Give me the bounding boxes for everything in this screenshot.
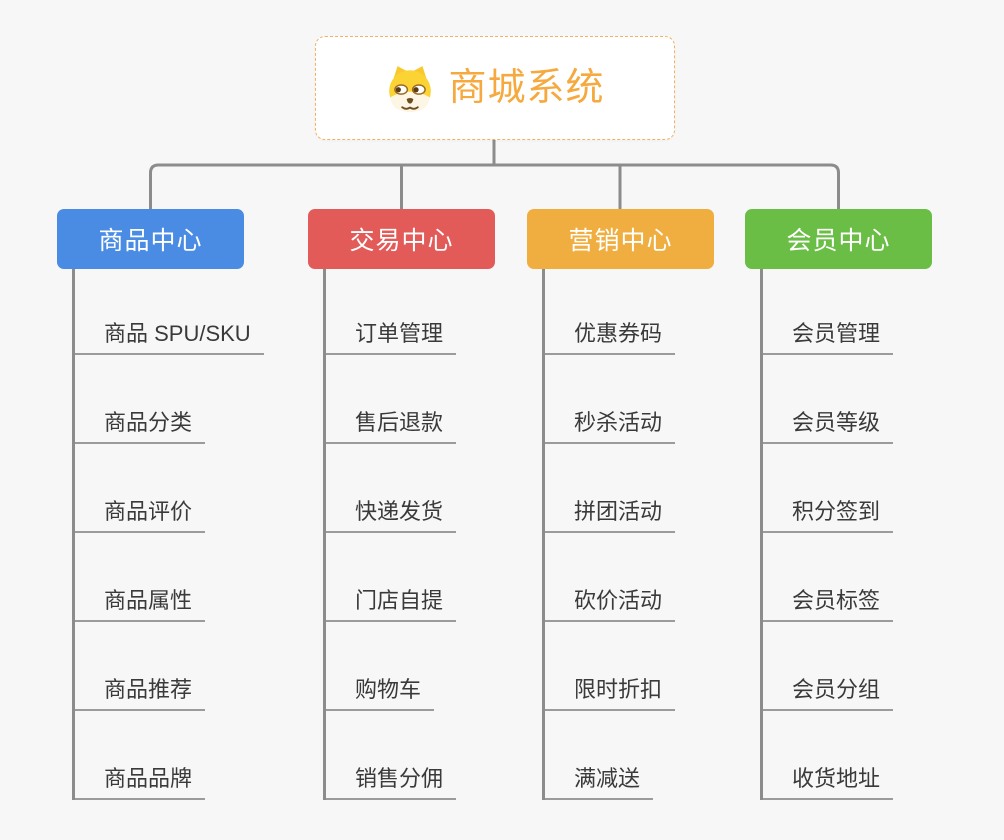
leaf-node-product-spu-sku[interactable]: 商品 SPU/SKU: [75, 269, 264, 355]
branch-header-label: 营销中心: [568, 227, 673, 255]
branch-header-label: 商品中心: [98, 227, 203, 255]
root-node-mall-system[interactable]: 商城系统: [315, 36, 675, 140]
leaf-node-member-level[interactable]: 会员等级: [763, 355, 894, 444]
leaf-node-member-tag[interactable]: 会员标签: [763, 533, 894, 622]
branch-header-marketing-center[interactable]: 营销中心: [527, 209, 714, 269]
branch-items: 商品 SPU/SKU 商品分类 商品评价 商品属性 商品推荐 商品品牌: [72, 269, 264, 800]
leaf-node-product-category[interactable]: 商品分类: [75, 355, 264, 444]
leaf-node-aftersale-refund[interactable]: 售后退款: [326, 355, 457, 444]
leaf-node-sales-commission[interactable]: 销售分佣: [326, 711, 457, 800]
branch-trade-center: 交易中心 订单管理 售后退款 快递发货 门店自提 购物车 销售分佣: [308, 209, 495, 800]
leaf-node-bargain-activity[interactable]: 砍价活动: [545, 533, 676, 622]
branch-header-product-center[interactable]: 商品中心: [57, 209, 244, 269]
leaf-node-express-delivery[interactable]: 快递发货: [326, 444, 457, 533]
leaf-node-limited-time-discount[interactable]: 限时折扣: [545, 622, 676, 711]
leaf-node-product-review[interactable]: 商品评价: [75, 444, 264, 533]
leaf-node-flash-sale[interactable]: 秒杀活动: [545, 355, 676, 444]
leaf-node-member-management[interactable]: 会员管理: [763, 269, 894, 355]
leaf-node-points-checkin[interactable]: 积分签到: [763, 444, 894, 533]
root-node-label: 商城系统: [448, 67, 605, 109]
branch-items: 订单管理 售后退款 快递发货 门店自提 购物车 销售分佣: [323, 269, 457, 800]
leaf-node-shipping-address[interactable]: 收货地址: [763, 711, 894, 800]
leaf-node-product-brand[interactable]: 商品品牌: [75, 711, 264, 800]
branch-product-center: 商品中心 商品 SPU/SKU 商品分类 商品评价 商品属性 商品推荐 商品品牌: [57, 209, 264, 800]
branch-header-label: 交易中心: [349, 227, 454, 255]
dog-icon: [389, 66, 432, 112]
branch-header-member-center[interactable]: 会员中心: [745, 209, 932, 269]
leaf-node-order-management[interactable]: 订单管理: [326, 269, 457, 355]
branch-items: 优惠券码 秒杀活动 拼团活动 砍价活动 限时折扣 满减送: [542, 269, 676, 800]
leaf-node-store-pickup[interactable]: 门店自提: [326, 533, 457, 622]
branch-items: 会员管理 会员等级 积分签到 会员标签 会员分组 收货地址: [760, 269, 894, 800]
leaf-node-full-reduction[interactable]: 满减送: [545, 711, 675, 800]
branch-header-label: 会员中心: [786, 227, 891, 255]
leaf-node-group-buy[interactable]: 拼团活动: [545, 444, 676, 533]
branch-header-trade-center[interactable]: 交易中心: [308, 209, 495, 269]
leaf-node-product-recommend[interactable]: 商品推荐: [75, 622, 264, 711]
leaf-node-product-attribute[interactable]: 商品属性: [75, 533, 264, 622]
leaf-node-coupon-code[interactable]: 优惠券码: [545, 269, 676, 355]
branch-marketing-center: 营销中心 优惠券码 秒杀活动 拼团活动 砍价活动 限时折扣 满减送: [527, 209, 714, 800]
leaf-node-member-group[interactable]: 会员分组: [763, 622, 894, 711]
leaf-node-shopping-cart[interactable]: 购物车: [326, 622, 456, 711]
branch-member-center: 会员中心 会员管理 会员等级 积分签到 会员标签 会员分组 收货地址: [745, 209, 932, 800]
